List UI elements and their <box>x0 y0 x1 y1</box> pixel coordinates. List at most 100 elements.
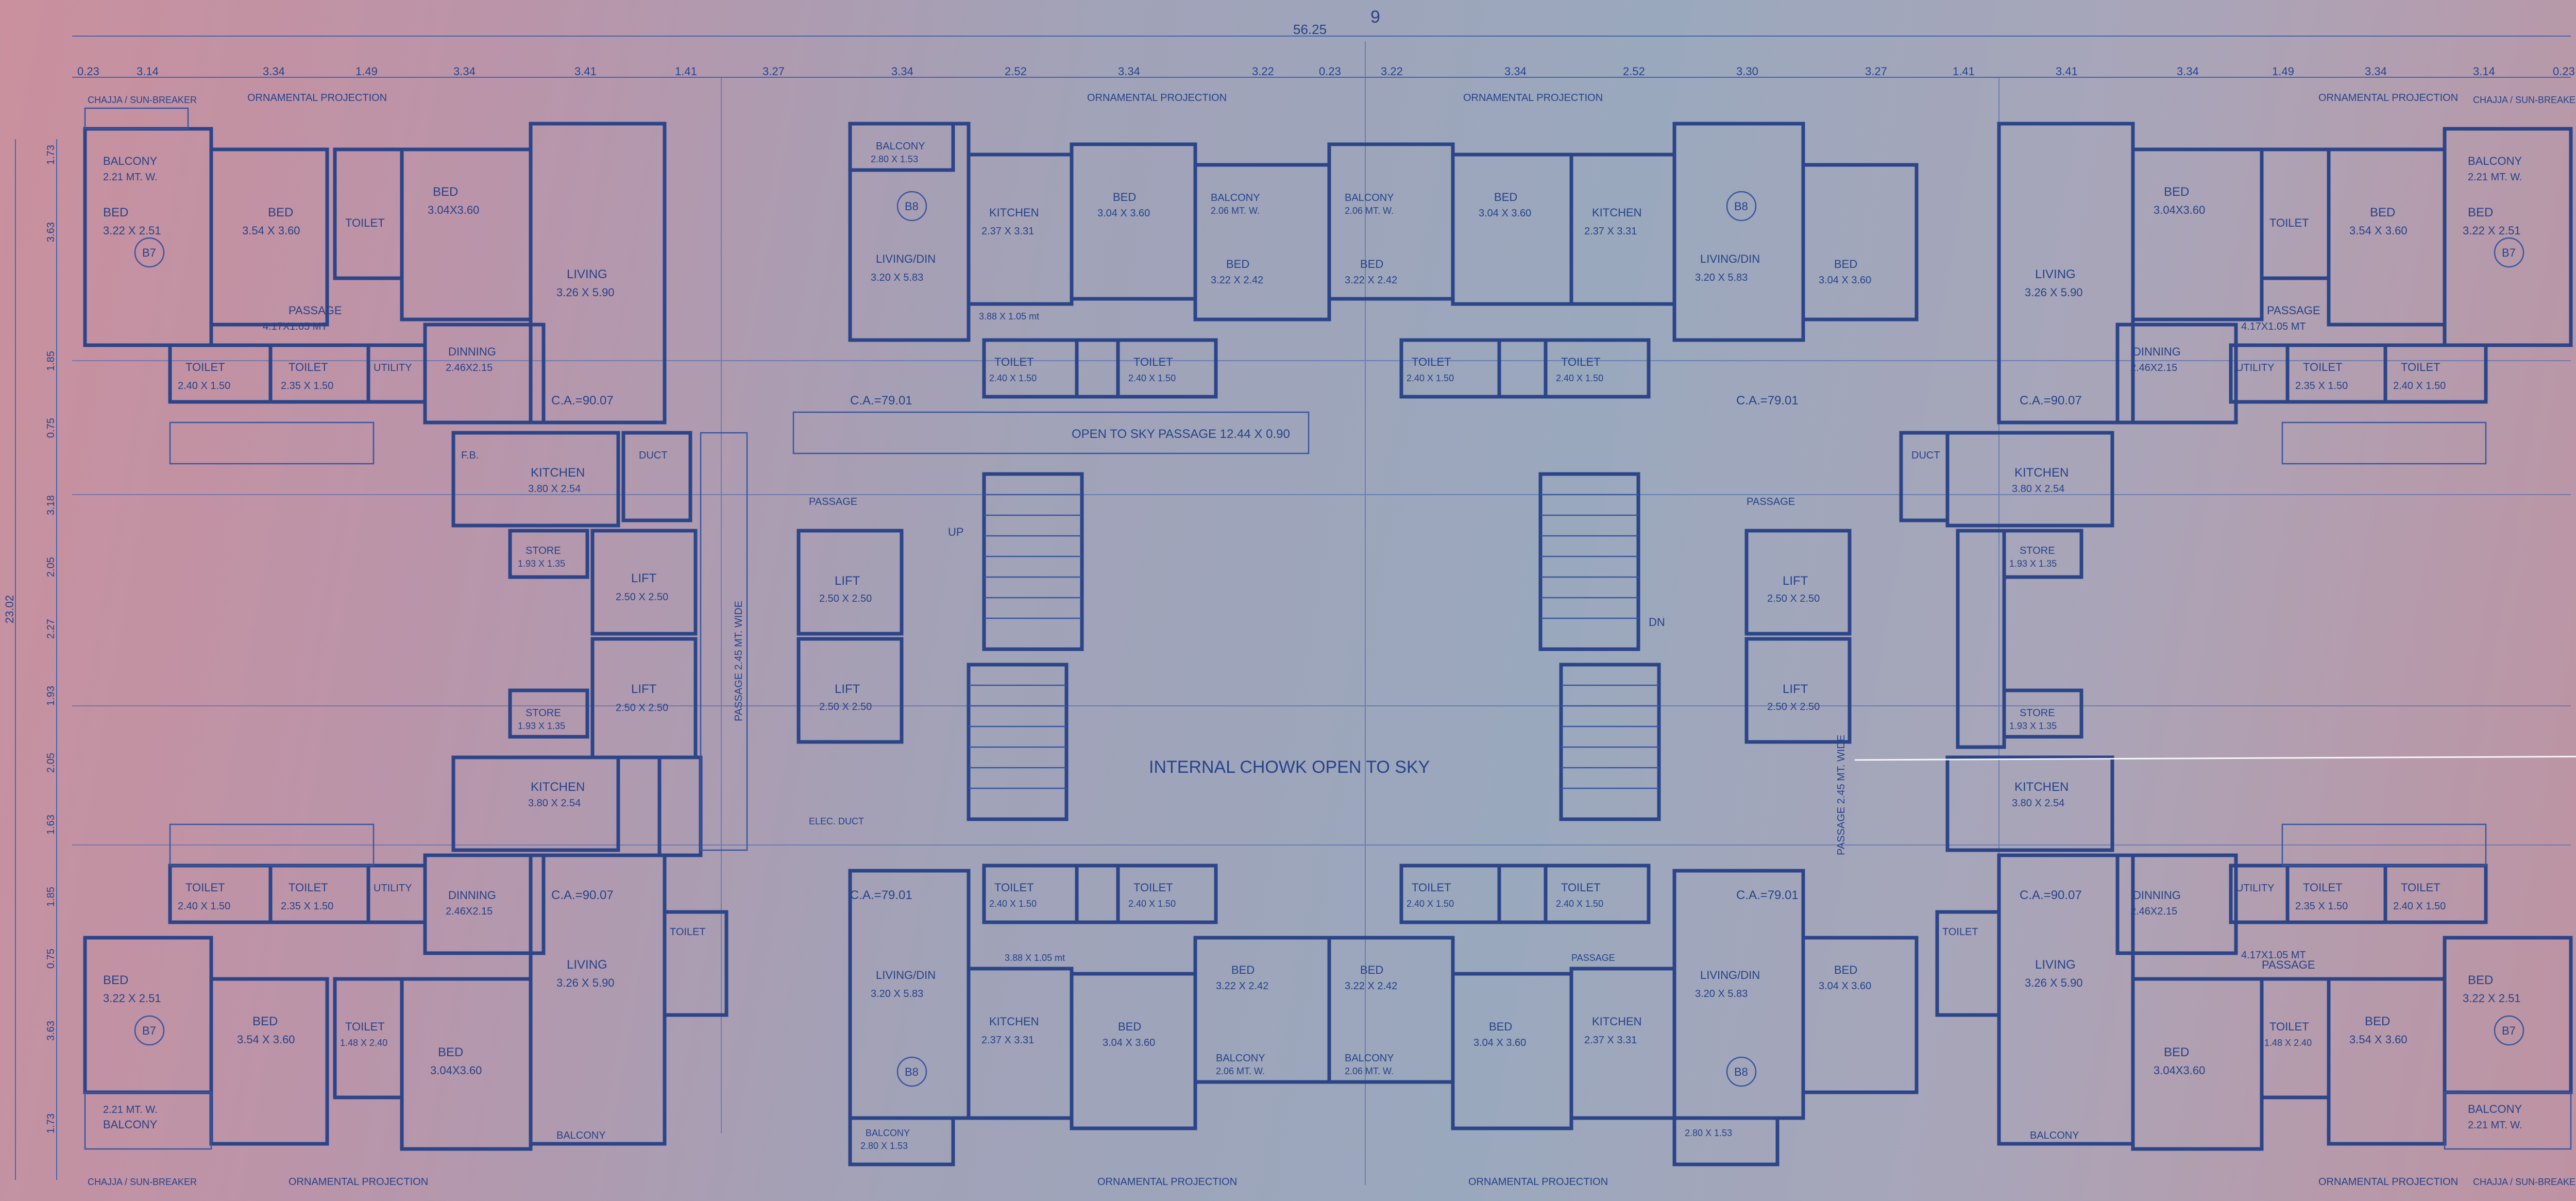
cc-lift2-dim: 2.50 X 2.50 <box>819 701 872 713</box>
br-toilet: TOILET <box>2269 1020 2309 1033</box>
cc-elec-duct: ELEC. DUCT <box>809 816 864 826</box>
cl-kitchen: KITCHEN <box>531 466 585 480</box>
bml-balcony2: BALCONY <box>866 1128 910 1138</box>
tr-toilet-b-dim: 2.40 X 1.50 <box>2393 380 2446 392</box>
core-right: KITCHEN 3.80 X 2.54 STORE 1.93 X 1.35 ST… <box>1899 431 2114 852</box>
dim-t18: 1.41 <box>1953 65 1975 78</box>
tml-toilet2: TOILET <box>1133 356 1173 368</box>
open-sky-passage: OPEN TO SKY PASSAGE 12.44 X 0.90 <box>1072 427 1290 441</box>
cc-up: UP <box>948 526 964 538</box>
br-utility: UTILITY <box>2236 883 2274 894</box>
tl-bed-main: BED <box>268 206 293 219</box>
dim-l8: 2.05 <box>45 753 57 773</box>
bmr-toilet2: TOILET <box>1561 881 1601 894</box>
dim-l1: 3.63 <box>45 222 57 242</box>
tml-balcony2: BALCONY <box>1211 192 1260 204</box>
br-bed2: BED <box>2365 1014 2390 1028</box>
bml-flat-tag: B8 <box>905 1065 919 1078</box>
cr-kitchen-dim: 3.80 X 2.54 <box>2012 483 2064 495</box>
tl-living: LIVING <box>567 267 607 281</box>
tr-bed3: BED <box>2468 206 2493 219</box>
tl-flat-tag: B7 <box>142 246 156 259</box>
dim-l11: 0.75 <box>45 949 57 969</box>
tl-living-dim: 3.26 X 5.90 <box>556 286 615 299</box>
tmr-toilet: TOILET <box>1412 356 1451 368</box>
tr-passage: PASSAGE <box>2267 304 2320 317</box>
dim-t12: 0.23 <box>1319 65 1341 78</box>
bl-toilet-c: TOILET <box>670 926 706 938</box>
tr-utility: UTILITY <box>2236 362 2274 374</box>
tr-bed3-dim: 3.22 X 2.51 <box>2463 224 2521 237</box>
cr-store-dim: 1.93 X 1.35 <box>2009 559 2057 569</box>
br-passage: PASSAGE <box>2262 958 2315 971</box>
cc-lift3: LIFT <box>1783 574 1808 588</box>
dim-t21: 1.49 <box>2272 65 2294 78</box>
tml-bed: BED <box>1113 191 1136 204</box>
dim-t22: 3.34 <box>2365 65 2387 78</box>
bl-bed3-dim: 3.04X3.60 <box>430 1064 482 1077</box>
cl-store2: STORE <box>526 707 561 719</box>
dim-l9: 1.63 <box>45 815 57 835</box>
br-bed2-dim: 3.54 X 3.60 <box>2349 1033 2408 1046</box>
br-bed-dim: 3.04X3.60 <box>2154 1064 2205 1077</box>
tml-passage-dim: 3.88 X 1.05 mt <box>979 311 1039 322</box>
br-toilet-b: TOILET <box>2401 881 2441 894</box>
dim-t24: 0.23 <box>2553 65 2575 78</box>
central-chowk-label: INTERNAL CHOWK OPEN TO SKY <box>1149 757 1430 777</box>
bmr-balcony2-dim: 2.80 X 1.53 <box>1685 1128 1732 1138</box>
tml-toilet-dim: 2.40 X 1.50 <box>989 373 1037 383</box>
flat-top-mid-left: LIVING/DIN 3.20 X 5.83 BALCONY 2.80 X 1.… <box>792 92 1331 454</box>
cl-store: STORE <box>526 545 561 556</box>
cc-lift4-dim: 2.50 X 2.50 <box>1767 701 1820 713</box>
tmr-bed2-dim: 3.04 X 3.60 <box>1479 208 1531 219</box>
tr-balcony-dim: 2.21 MT. W. <box>2468 172 2522 183</box>
cl-store-dim: 1.93 X 1.35 <box>518 559 565 569</box>
bmr-bed2: BED <box>1489 1020 1512 1033</box>
dim-l7: 1.93 <box>45 686 57 706</box>
br-balcony: BALCONY <box>2468 1103 2522 1115</box>
bl-bed2-dim: 3.22 X 2.51 <box>103 992 161 1005</box>
bmr-kitchen: KITCHEN <box>1592 1015 1642 1028</box>
bl-living: LIVING <box>567 958 607 972</box>
cc-dn: DN <box>1649 616 1665 629</box>
cl-kitchen-dim: 3.80 X 2.54 <box>528 483 581 495</box>
dim-t14: 3.34 <box>1504 65 1527 78</box>
tl-passage-dim: 4.17X1.05 MT <box>263 321 328 332</box>
tl-passage: PASSAGE <box>289 304 342 317</box>
bml-kitchen: KITCHEN <box>989 1015 1039 1028</box>
tl-chajja: CHAJJA / SUN-BREAKER <box>88 95 197 105</box>
bl-utility: UTILITY <box>374 883 412 894</box>
bmr-bed-dim: 3.22 X 2.42 <box>1345 980 1397 992</box>
cl-lift1-dim: 2.50 X 2.50 <box>616 591 668 603</box>
bmr-balcony: BALCONY <box>1345 1053 1394 1064</box>
tml-balcony: BALCONY <box>876 141 925 152</box>
br-toilet-dim: 1.48 X 2.40 <box>2264 1038 2312 1048</box>
bml-bed2: BED <box>1231 963 1255 976</box>
cr-store2: STORE <box>2020 707 2055 719</box>
dim-l2: 1.85 <box>45 351 57 371</box>
left-dimension-chain: 23.02 1.73 3.63 1.85 0.75 3.18 2.05 2.27… <box>3 139 57 1180</box>
tmr-livingdin-dim: 3.20 X 5.83 <box>1695 272 1748 283</box>
dim-t6: 1.41 <box>675 65 697 78</box>
bl-balcony2: BALCONY <box>556 1130 606 1141</box>
br-toilet-b-dim: 2.40 X 1.50 <box>2393 901 2446 912</box>
tmr-ornamental: ORNAMENTAL PROJECTION <box>1463 92 1603 104</box>
tr-bed2: BED <box>2370 206 2395 219</box>
tl-toilet-b-dim: 2.35 X 1.50 <box>281 380 333 392</box>
tmr-bed2: BED <box>1494 191 1517 204</box>
bml-balcony-dim: 2.06 MT. W. <box>1216 1066 1265 1076</box>
cl-duct: DUCT <box>639 450 668 461</box>
stair-treads-left <box>969 494 1082 789</box>
bmr-toilet-dim: 2.40 X 1.50 <box>1406 899 1454 909</box>
dim-t4: 3.34 <box>453 65 476 78</box>
bl-flat-tag: B7 <box>142 1024 156 1037</box>
bml-passage-dim: 3.88 X 1.05 mt <box>1005 953 1065 963</box>
dim-t15: 2.52 <box>1623 65 1645 78</box>
stair-treads-right <box>1540 494 1659 789</box>
bl-toilet-a: TOILET <box>185 881 225 894</box>
bml-balcony: BALCONY <box>1216 1053 1265 1064</box>
br-balcony2: BALCONY <box>2030 1130 2079 1141</box>
tml-toilet2-dim: 2.40 X 1.50 <box>1128 373 1176 383</box>
br-balcony-dim: 2.21 MT. W. <box>2468 1120 2522 1131</box>
